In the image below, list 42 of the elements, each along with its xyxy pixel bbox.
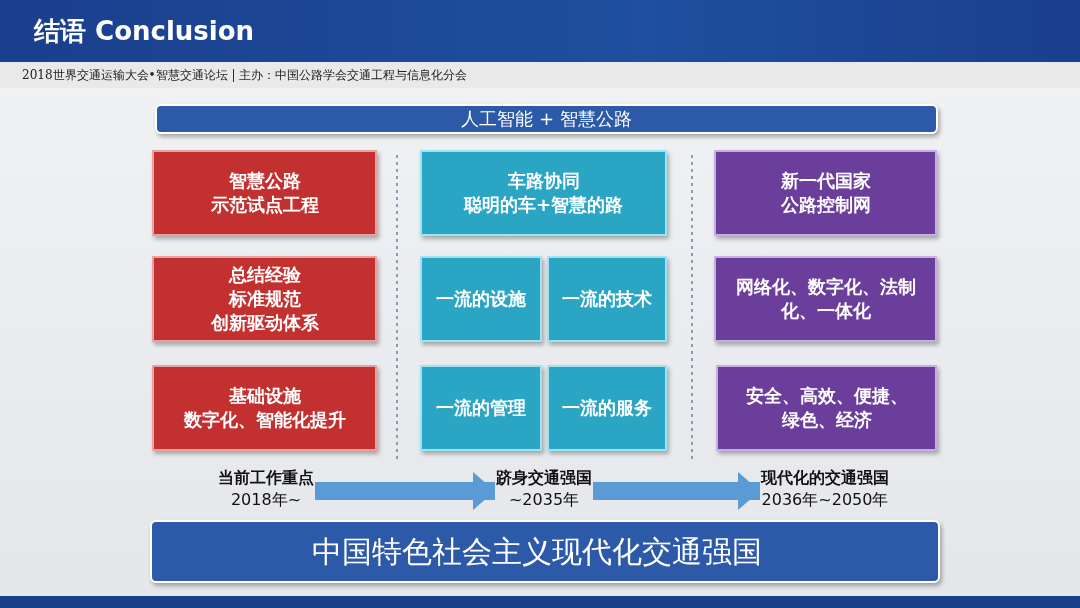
- slide-title: 结语 Conclusion: [34, 15, 255, 48]
- title-band: [155, 104, 938, 134]
- stage-heading: 当前工作重点: [218, 467, 314, 489]
- box-text: 聪明的车+智慧的路: [463, 193, 624, 217]
- box-text: 一流的设施: [436, 287, 526, 311]
- block-arrow: [593, 472, 760, 510]
- box-text: 一流的服务: [562, 396, 652, 420]
- goal-box: [420, 256, 542, 342]
- bottom-band: [150, 520, 940, 583]
- box-text: 标准规范: [228, 287, 301, 311]
- box-text: 基础设施: [228, 384, 301, 408]
- goal-box: [420, 365, 542, 451]
- stage-heading: 跻身交通强国: [496, 467, 592, 489]
- block-arrow: [315, 472, 495, 510]
- stage-years: 2018年~: [230, 489, 302, 511]
- box-text: 一流的技术: [562, 287, 652, 311]
- box-text: 创新驱动体系: [210, 311, 319, 335]
- box-text: 总结经验: [228, 263, 301, 287]
- box-text: 智慧公路: [228, 169, 301, 193]
- stage-years: 2036年~2050年: [761, 489, 889, 511]
- goal-box: [152, 256, 377, 342]
- goal-box: [420, 150, 667, 236]
- goal-box: [547, 365, 667, 451]
- goal-box: [714, 256, 937, 342]
- box-text: 车路协同: [507, 169, 580, 193]
- box-text: 公路控制网: [780, 193, 871, 217]
- goal-box: [152, 365, 377, 451]
- stage-heading: 现代化的交通强国: [761, 467, 889, 489]
- box-text: 数字化、智能化提升: [183, 408, 346, 432]
- stage-years: ~2035年: [508, 489, 580, 511]
- subtitle-text: 2018世界交通运输大会•智慧交通论坛 | 主办：中国公路学会交通工程与信息化分会: [22, 67, 468, 84]
- box-text: 一流的管理: [436, 396, 526, 420]
- goal-box: [714, 150, 937, 236]
- goal-box: [547, 256, 667, 342]
- box-text: 网络化、数字化、法制化、一体化: [734, 275, 917, 323]
- box-text: 新一代国家: [780, 169, 871, 193]
- goal-box: [152, 150, 377, 236]
- box-text: 示范试点工程: [210, 193, 319, 217]
- box-text: 安全、高效、便捷、绿色、经济: [744, 384, 909, 432]
- box-text: 人工智能 + 智慧公路: [461, 107, 632, 131]
- goal-box: [716, 365, 937, 451]
- box-text: 中国特色社会主义现代化交通强国: [312, 533, 762, 570]
